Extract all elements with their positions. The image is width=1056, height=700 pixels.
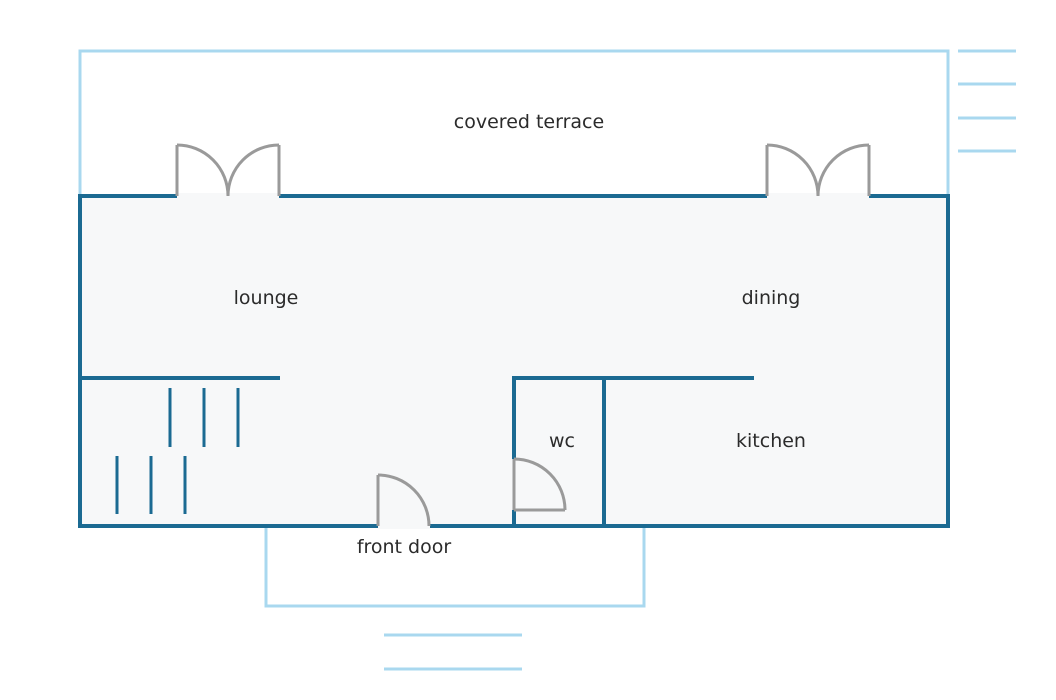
front-door	[376, 473, 431, 527]
terrace-steps	[958, 49, 1016, 153]
label-kitchen: kitchen	[736, 430, 806, 452]
terrace-door-left	[175, 143, 281, 197]
label-lounge: lounge	[234, 287, 299, 309]
porch-outline	[264, 524, 646, 608]
label-front-door: front door	[357, 536, 452, 558]
label-dining: dining	[742, 287, 801, 309]
terrace-door-right	[765, 143, 871, 197]
staircase	[115, 388, 240, 514]
label-covered-terrace: covered terrace	[454, 111, 604, 133]
wc-door	[512, 457, 567, 512]
interior-walls	[80, 376, 754, 526]
label-wc: wc	[549, 430, 575, 452]
front-steps	[384, 633, 522, 671]
